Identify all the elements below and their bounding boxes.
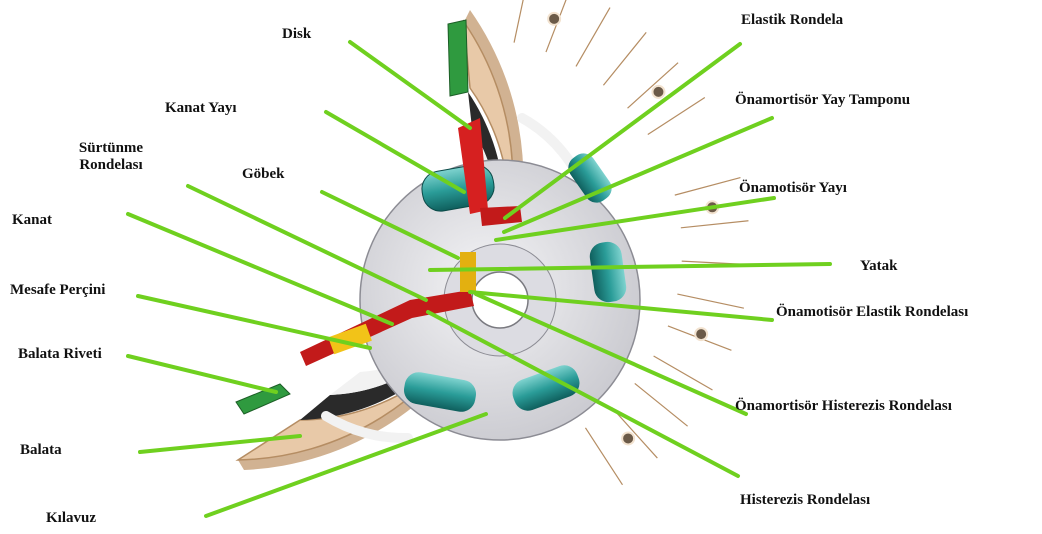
lining-segment-line bbox=[635, 383, 688, 426]
label-balata-riveti: Balata Riveti bbox=[18, 346, 102, 363]
label-onamortisor-histerezis-rondelasi: Önamortisör Histerezis Rondelası bbox=[735, 398, 952, 415]
label-elastik-rondela: Elastik Rondela bbox=[741, 12, 843, 29]
leader-balata-riveti bbox=[128, 356, 276, 392]
label-surtunme-line2: Rondelası bbox=[56, 157, 166, 174]
label-balata: Balata bbox=[20, 442, 62, 459]
label-histerezis-rondelasi: Histerezis Rondelası bbox=[740, 492, 870, 509]
label-yatak: Yatak bbox=[860, 258, 898, 275]
lining-segment-line bbox=[628, 63, 679, 109]
label-surtunme-rondelasi: Sürtünme Rondelası bbox=[56, 140, 166, 174]
rivet-hole bbox=[622, 432, 634, 444]
lining-segment-line bbox=[681, 221, 749, 228]
lining-segment-line bbox=[585, 428, 622, 485]
rivet-hole bbox=[695, 328, 707, 340]
lining-segment-line bbox=[648, 98, 705, 135]
lining-segment-line bbox=[514, 0, 528, 43]
label-kilavuz: Kılavuz bbox=[46, 510, 96, 527]
label-kanat-yayi: Kanat Yayı bbox=[165, 100, 237, 117]
label-gobek: Göbek bbox=[242, 166, 285, 183]
label-onamotisor-yayi: Önamotisör Yayı bbox=[739, 180, 847, 197]
lining-segment-line bbox=[677, 294, 744, 308]
label-onamotisor-elastik-rondelasi: Önamotisör Elastik Rondelası bbox=[776, 304, 968, 321]
rivet-hole bbox=[652, 86, 664, 98]
label-onamortisor-yay-tamponu: Önamortisör Yay Tamponu bbox=[735, 92, 910, 109]
leader-kanat-yayi bbox=[326, 112, 464, 192]
label-surtunme-line1: Sürtünme bbox=[56, 140, 166, 157]
label-mesafe-percini: Mesafe Perçini bbox=[10, 282, 105, 299]
rivet-hole bbox=[548, 13, 560, 25]
leader-kanat bbox=[128, 214, 392, 324]
label-disk: Disk bbox=[282, 26, 311, 43]
lining-segment-line bbox=[546, 0, 570, 52]
lining-segment-line bbox=[576, 8, 610, 67]
label-kanat: Kanat bbox=[12, 212, 52, 229]
leader-mesafe-percini bbox=[138, 296, 370, 348]
lining-segment-line bbox=[675, 178, 741, 196]
lining-segment-line bbox=[603, 32, 646, 85]
